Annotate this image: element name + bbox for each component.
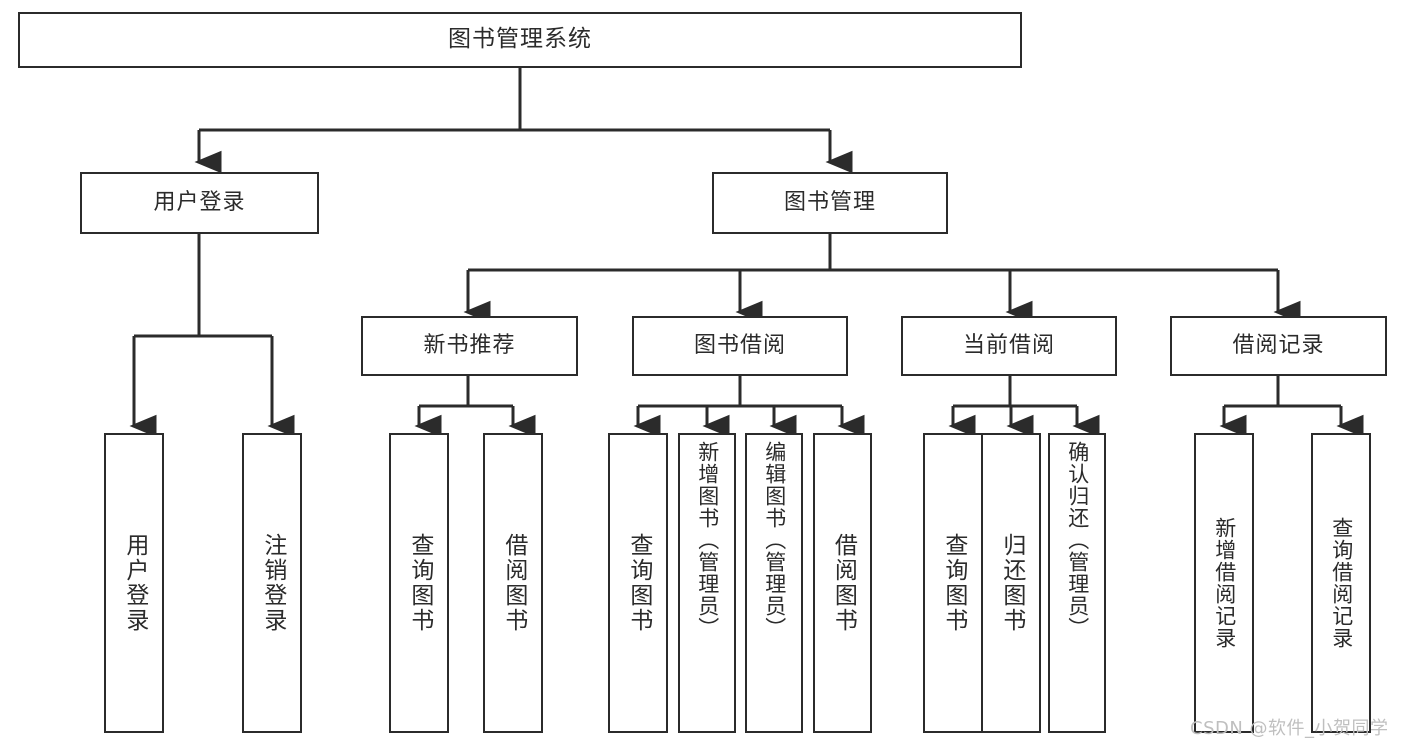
- node-label: 查询图书: [940, 533, 967, 633]
- node-label: 确认归还（管理员）: [1065, 441, 1090, 639]
- node-root-book-management-system[interactable]: 图书管理系统: [18, 12, 1022, 68]
- node-leaf-add-book[interactable]: 新增图书（管理员）: [678, 433, 736, 733]
- node-leaf-confirm-return[interactable]: 确认归还（管理员）: [1048, 433, 1106, 733]
- node-leaf-borrow-book-recommend[interactable]: 借阅图书: [483, 433, 543, 733]
- node-label: 图书管理: [783, 190, 876, 216]
- node-label: 当前借阅: [962, 333, 1055, 359]
- node-label: 查询图书: [406, 533, 433, 633]
- node-label: 图书管理系统: [448, 26, 592, 53]
- node-new-book-recommend[interactable]: 新书推荐: [361, 316, 578, 376]
- node-book-borrow[interactable]: 图书借阅: [632, 316, 848, 376]
- node-leaf-add-borrow-record[interactable]: 新增借阅记录: [1194, 433, 1254, 733]
- node-leaf-user-login[interactable]: 用户登录: [104, 433, 164, 733]
- node-leaf-query-book-current[interactable]: 查询图书: [923, 433, 983, 733]
- node-user-login[interactable]: 用户登录: [80, 172, 319, 234]
- node-label: 新增借阅记录: [1212, 517, 1237, 649]
- node-label: 查询借阅记录: [1329, 517, 1354, 649]
- node-label: 借阅记录: [1232, 333, 1325, 359]
- node-label: 查询图书: [625, 533, 652, 633]
- node-book-management[interactable]: 图书管理: [712, 172, 948, 234]
- node-label: 用户登录: [153, 190, 246, 216]
- node-leaf-edit-book[interactable]: 编辑图书（管理员）: [745, 433, 803, 733]
- node-borrow-record[interactable]: 借阅记录: [1170, 316, 1387, 376]
- node-label: 注销登录: [259, 533, 286, 633]
- node-leaf-query-borrow-record[interactable]: 查询借阅记录: [1311, 433, 1371, 733]
- node-leaf-return-book[interactable]: 归还图书: [981, 433, 1041, 733]
- node-label: 新增图书（管理员）: [695, 441, 720, 639]
- node-label: 借阅图书: [500, 533, 527, 633]
- node-leaf-borrow-book-borrow[interactable]: 借阅图书: [813, 433, 872, 733]
- node-label: 借阅图书: [830, 533, 857, 633]
- node-label: 编辑图书（管理员）: [762, 441, 787, 639]
- node-leaf-logout-login[interactable]: 注销登录: [242, 433, 302, 733]
- node-label: 归还图书: [998, 533, 1025, 633]
- node-label: 用户登录: [121, 533, 148, 633]
- node-leaf-query-book-recommend[interactable]: 查询图书: [389, 433, 449, 733]
- node-leaf-query-book-borrow[interactable]: 查询图书: [608, 433, 668, 733]
- node-label: 新书推荐: [423, 333, 516, 359]
- node-label: 图书借阅: [693, 333, 786, 359]
- node-current-borrow[interactable]: 当前借阅: [901, 316, 1117, 376]
- csdn-watermark: CSDN @软件_小贺同学: [1190, 718, 1389, 739]
